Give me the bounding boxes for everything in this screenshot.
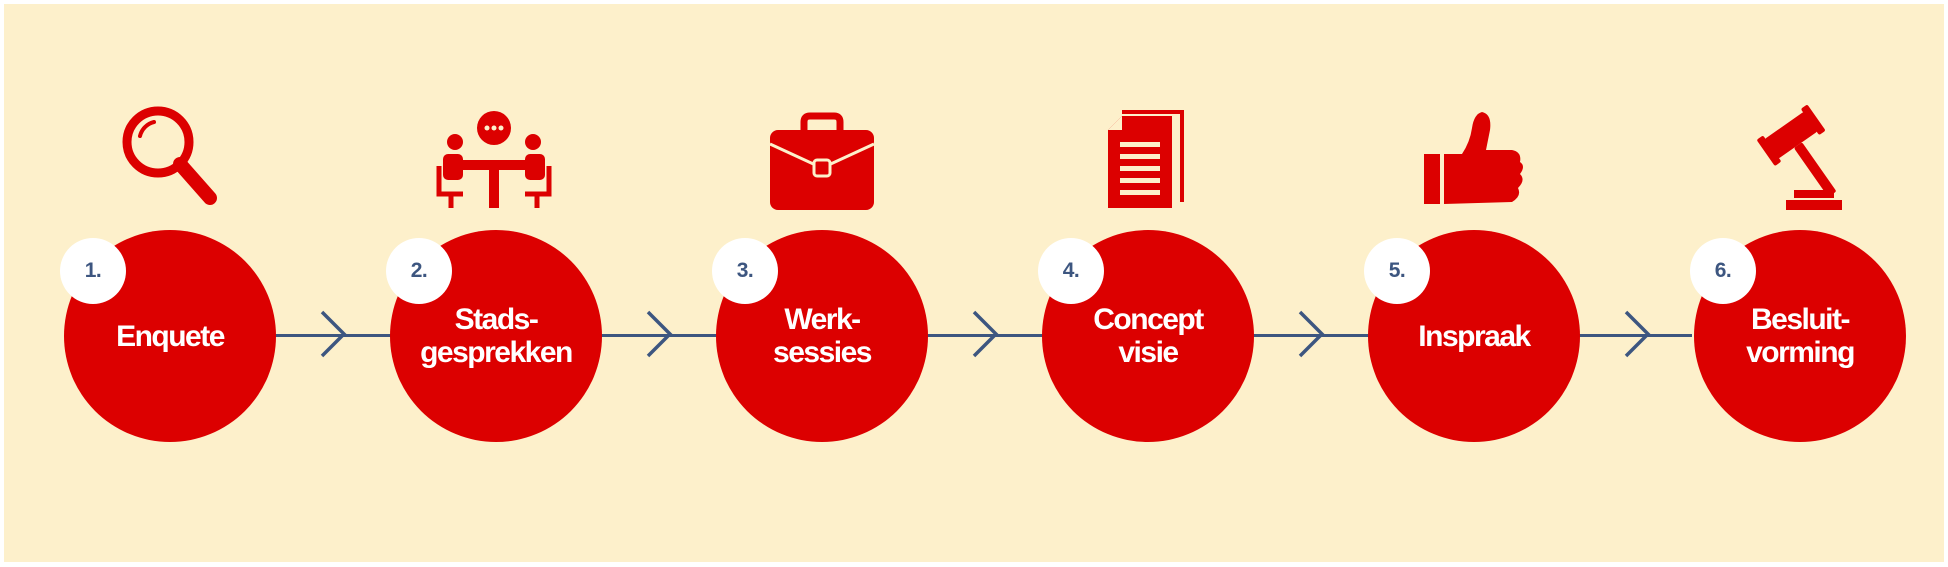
chevron-right-icon <box>646 310 673 358</box>
chevron-right-icon <box>320 310 347 358</box>
meeting-table-icon <box>436 111 552 208</box>
step-number-badge: 6. <box>1690 238 1756 304</box>
process-connector-line <box>272 334 1692 337</box>
chevron-right-icon <box>1624 310 1651 358</box>
step-number-badge: 5. <box>1364 238 1430 304</box>
thumbs-up-icon <box>1424 112 1523 204</box>
step-number-badge: 2. <box>386 238 452 304</box>
step-number-badge: 1. <box>60 238 126 304</box>
briefcase-icon <box>769 112 875 210</box>
gavel-icon <box>1757 105 1842 210</box>
step-number-badge: 4. <box>1038 238 1104 304</box>
chevron-right-icon <box>972 310 999 358</box>
step-number-badge: 3. <box>712 238 778 304</box>
magnifier-icon <box>122 106 217 205</box>
document-icon <box>1108 110 1184 208</box>
chevron-right-icon <box>1298 310 1325 358</box>
process-panel <box>4 4 1944 562</box>
